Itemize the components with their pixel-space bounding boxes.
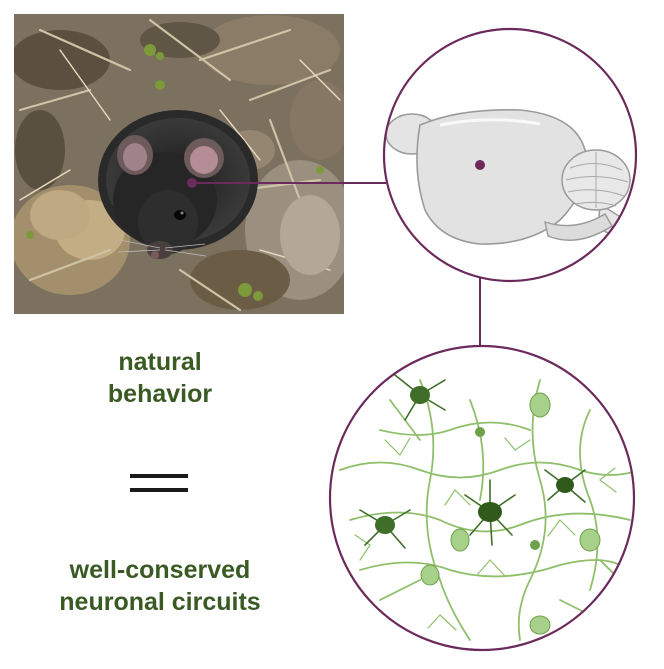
neuron-illustration (328, 344, 636, 652)
neuron-cell-body (478, 502, 502, 522)
neuron-cell-body (556, 477, 574, 493)
neuron-cell-body (375, 516, 395, 534)
neuronal-circuits-line-2: neuronal circuits (59, 588, 261, 616)
mouse-photo (14, 14, 344, 314)
neuronal-circuits-label: well-conserved neuronal circuits (20, 554, 300, 618)
neuron-somata (375, 386, 601, 635)
neuron-cell-body (450, 528, 470, 552)
connector-dot-brain (475, 160, 485, 170)
neuron-cell-body (420, 564, 440, 586)
neuron-cell-body (579, 528, 601, 552)
neuron-cell-body (410, 386, 430, 404)
natural-behavior-line-1: natural (118, 348, 202, 376)
mouse (113, 135, 224, 259)
neuron-cell-body (529, 392, 551, 418)
brain-illustration (382, 27, 638, 283)
neuron-cell-body (530, 540, 540, 550)
neuronal-circuits-line-1: well-conserved (69, 556, 251, 584)
natural-behavior-line-2: behavior (107, 380, 213, 408)
natural-behavior-label: natural behavior (60, 346, 260, 410)
neuron-cell-body (475, 427, 485, 437)
equals-sign (130, 470, 190, 500)
connector-dot-mouse (187, 178, 197, 188)
neuron-cell-body (529, 615, 551, 635)
